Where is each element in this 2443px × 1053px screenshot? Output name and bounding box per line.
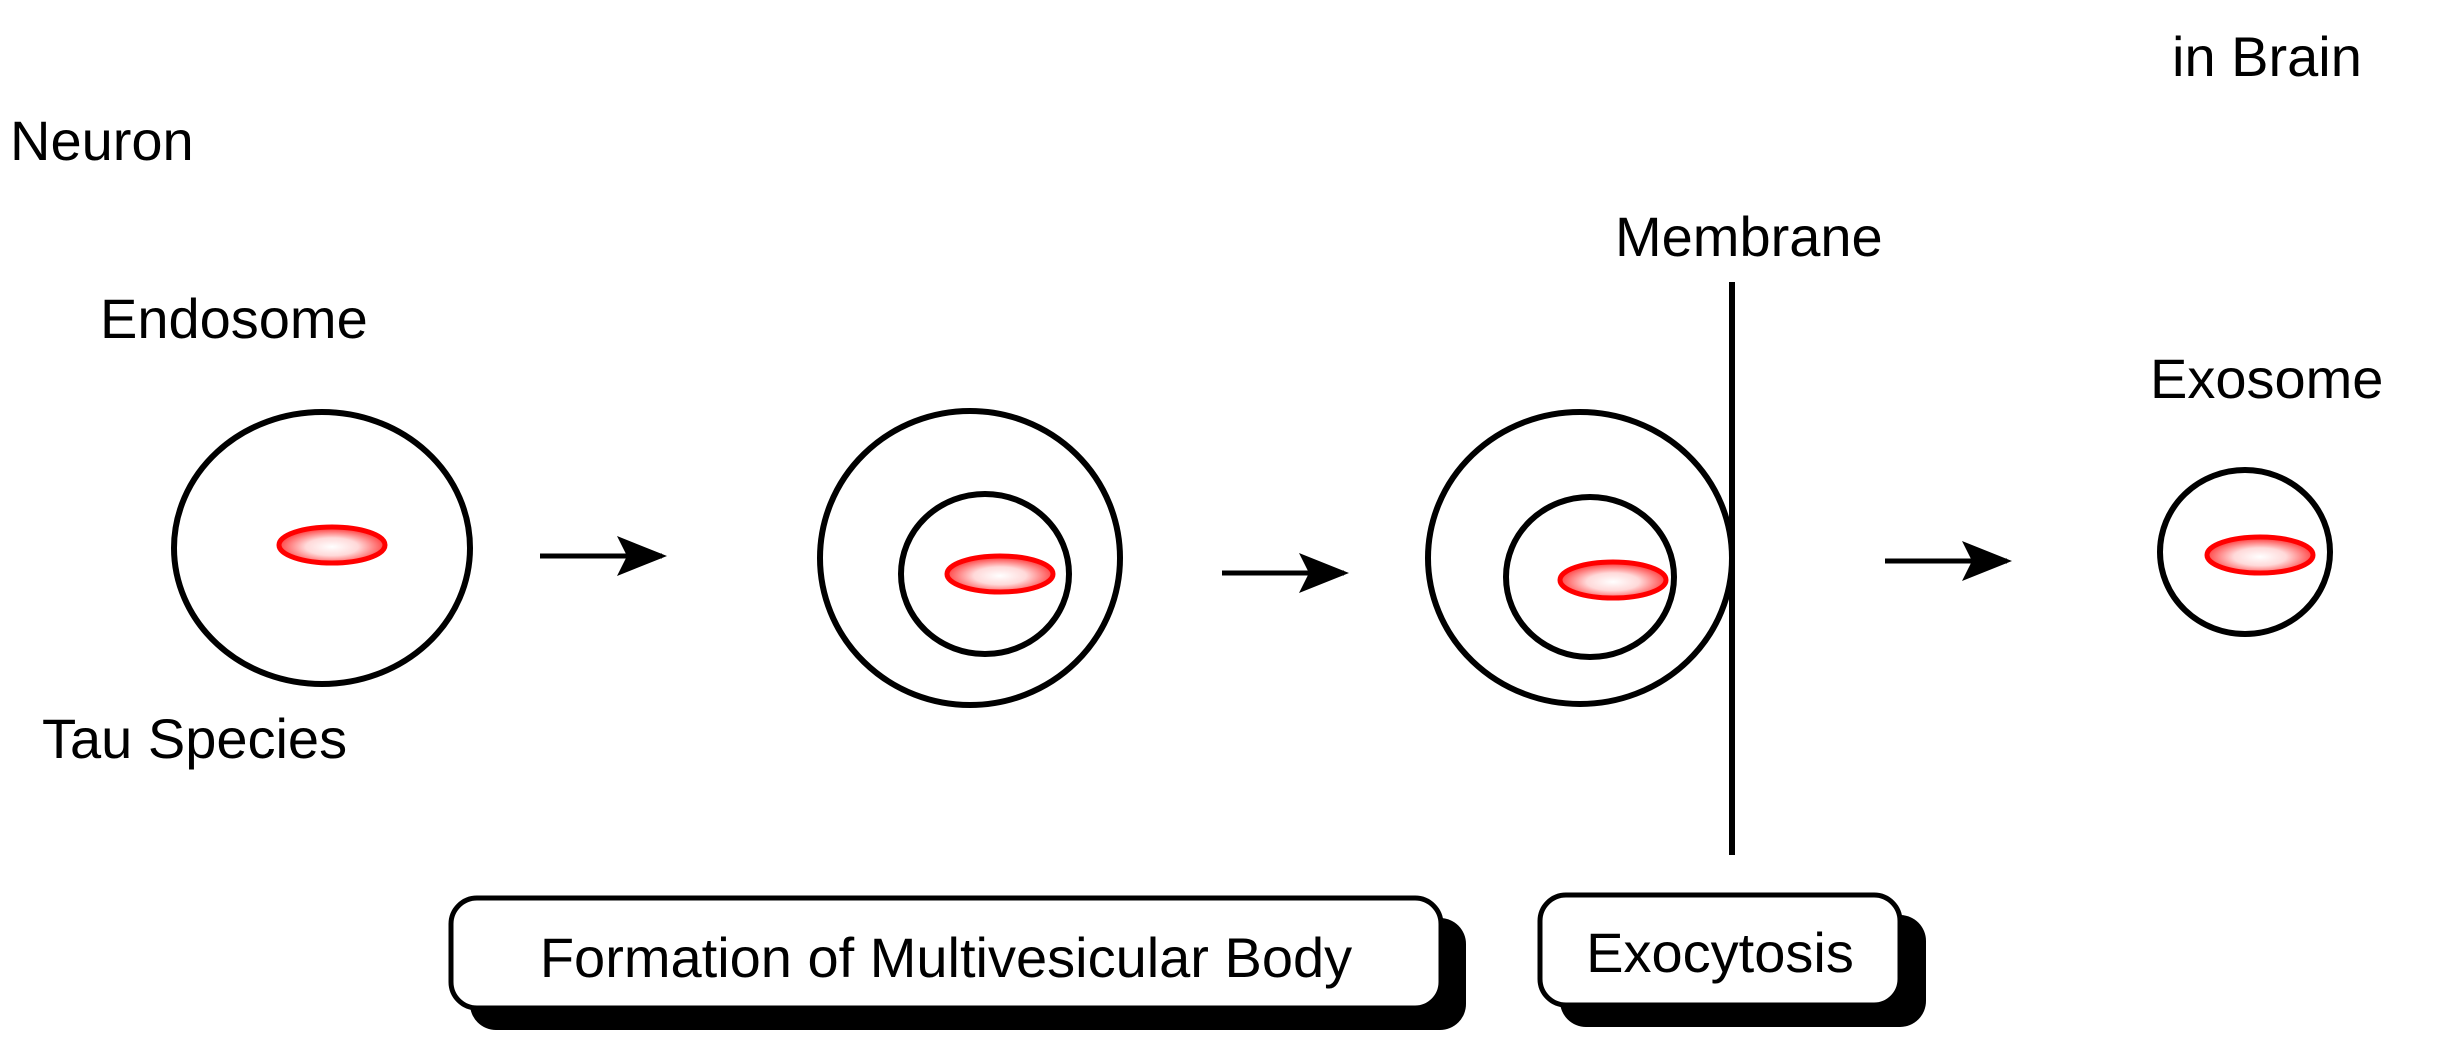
endosome-vesicle: [171, 409, 473, 687]
tau-species-particle: [2204, 534, 2316, 576]
fusing-outer-vesicle: [1425, 409, 1735, 707]
endosome-label: Endosome: [100, 287, 368, 350]
mvb-box: [448, 895, 1444, 1011]
mvb-stage: [817, 408, 1123, 708]
tau-species-particle: [944, 553, 1056, 595]
mvb-outer-vesicle: [817, 408, 1123, 708]
endosome-stage: [171, 409, 473, 687]
mvb-box-label: Formation of Multivesicular Body: [540, 926, 1352, 989]
neuron-label: Neuron: [10, 109, 194, 172]
tau-species-label: Tau Species: [42, 707, 347, 770]
membrane-label: Membrane: [1615, 205, 1883, 268]
mvb-inner-vesicle: [898, 491, 1072, 657]
exosome-label: Exosome: [2150, 347, 2383, 410]
fusion-stage: [1425, 282, 1735, 855]
tau-species-particle: [276, 524, 388, 566]
in-brain-label: in Brain: [2172, 25, 2362, 88]
exocytosis-box: [1537, 892, 1903, 1008]
fusing-inner-vesicle: [1503, 494, 1677, 660]
exocytosis-box-label: Exocytosis: [1586, 921, 1854, 984]
exocytosis-box: Exocytosis: [1537, 892, 1926, 1027]
exosome-stage: [2157, 467, 2333, 637]
exosome-vesicle: [2157, 467, 2333, 637]
mvb-formation-box: Formation of Multivesicular Body: [448, 895, 1466, 1030]
tau-species-particle: [1557, 559, 1669, 601]
